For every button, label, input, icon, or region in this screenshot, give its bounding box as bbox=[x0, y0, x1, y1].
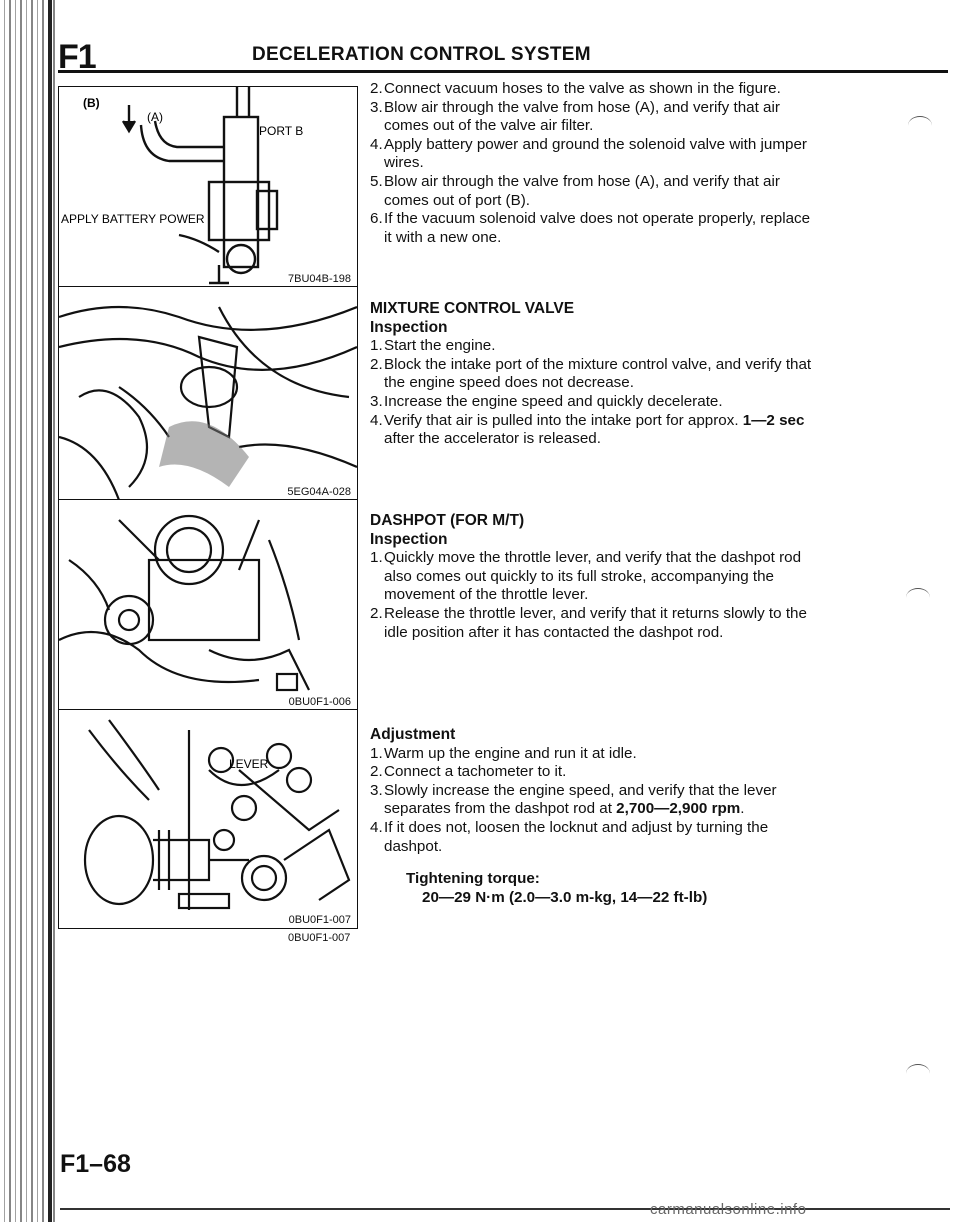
torque-label: Tightening torque: bbox=[406, 870, 540, 888]
torque-spec: Tightening torque: 20—29 N·m (2.0—3.0 m-… bbox=[370, 870, 820, 907]
carburetor-dashpot-photo-icon bbox=[59, 514, 310, 692]
watermark: carmanualsonline.info bbox=[650, 1201, 807, 1218]
section-subheading: Inspection bbox=[370, 318, 448, 336]
list-item: 4.Apply battery power and ground the sol… bbox=[370, 135, 807, 172]
list-item: 1.Warm up the engine and run it at idle. bbox=[370, 744, 637, 762]
header-rule bbox=[58, 70, 948, 73]
dashpot-steps-list: 1.Quickly move the throttle lever, and v… bbox=[370, 549, 820, 642]
mixture-control-valve-section: MIXTURE CONTROL VALVE Inspection 1.Start… bbox=[370, 300, 820, 449]
figure-label-lever: LEVER bbox=[229, 757, 269, 771]
figure-solenoid-valve: (B) (A) PORT B APPLY BATTERY POWER 7BU04… bbox=[58, 86, 358, 288]
dashpot-section: DASHPOT (FOR M/T) Inspection 1.Quickly m… bbox=[370, 512, 820, 642]
list-item: 3.Blow air through the valve from hose (… bbox=[370, 98, 780, 135]
mixture-control-valve-photo-icon bbox=[59, 305, 357, 500]
solenoid-valve-diagram-icon: (B) (A) PORT B APPLY BATTERY POWER bbox=[61, 87, 303, 285]
figure-label-b: (B) bbox=[83, 96, 100, 110]
margin-mark bbox=[906, 588, 930, 607]
section-subheading: Inspection bbox=[370, 530, 448, 548]
section-heading: MIXTURE CONTROL VALVE bbox=[370, 300, 575, 317]
figure-label-port-b: PORT B bbox=[259, 124, 303, 138]
page-number: F1–68 bbox=[60, 1150, 131, 1178]
margin-mark bbox=[908, 116, 932, 135]
list-item: 4.Verify that air is pulled into the int… bbox=[370, 411, 805, 448]
figure-code: 0BU0F1-007 bbox=[288, 914, 351, 926]
section-heading: DASHPOT (FOR M/T) bbox=[370, 512, 525, 529]
dashpot-adjustment-diagram-icon: LEVER bbox=[83, 719, 351, 910]
figure-code: 5EG04A-028 bbox=[287, 486, 351, 498]
bottom-rule bbox=[60, 1208, 950, 1210]
mixture-steps-list: 1.Start the engine. 2.Block the intake p… bbox=[370, 337, 820, 449]
list-item: 1.Start the engine. bbox=[370, 337, 496, 355]
intro-steps-block: 2.Connect vacuum hoses to the valve as s… bbox=[370, 80, 820, 247]
list-item: 5.Blow air through the valve from hose (… bbox=[370, 172, 780, 209]
list-item: 2.Block the intake port of the mixture c… bbox=[370, 355, 812, 392]
binding-edge-line bbox=[48, 0, 52, 1222]
figure-carburetor-dashpot: 0BU0F1-006 bbox=[58, 499, 358, 711]
section-heading: Adjustment bbox=[370, 726, 456, 743]
adjustment-steps-list: 1.Warm up the engine and run it at idle.… bbox=[370, 745, 820, 857]
figure-label-battery: APPLY BATTERY POWER bbox=[61, 212, 205, 226]
list-item: 2.Connect a tachometer to it. bbox=[370, 763, 567, 781]
intro-steps-list: 2.Connect vacuum hoses to the valve as s… bbox=[370, 80, 820, 247]
list-item: 3.Slowly increase the engine speed, and … bbox=[370, 781, 777, 818]
figure-label-a: (A) bbox=[147, 110, 163, 124]
section-code: F1 bbox=[58, 38, 97, 76]
list-item: 1.Quickly move the throttle lever, and v… bbox=[370, 549, 802, 604]
figure-dashpot-adjustment: LEVER 0BU0F1-007 bbox=[58, 709, 358, 929]
list-item: 2.Connect vacuum hoses to the valve as s… bbox=[370, 80, 781, 97]
torque-value: 20—29 N·m (2.0—3.0 m-kg, 14—22 ft-lb) bbox=[422, 888, 708, 906]
adjustment-section: Adjustment 1.Warm up the engine and run … bbox=[370, 726, 820, 907]
figure-mixture-control-valve: 5EG04A-028 bbox=[58, 286, 358, 501]
list-item: 3.Increase the engine speed and quickly … bbox=[370, 392, 723, 410]
figure-code: 0BU0F1-006 bbox=[288, 696, 351, 708]
list-item: 4.If it does not, loosen the locknut and… bbox=[370, 818, 769, 855]
list-item: 2.Release the throttle lever, and verify… bbox=[370, 604, 807, 641]
list-item: 6.If the vacuum solenoid valve does not … bbox=[370, 210, 811, 246]
page-title: DECELERATION CONTROL SYSTEM bbox=[252, 44, 591, 65]
margin-mark bbox=[906, 1064, 930, 1083]
figure-code: 7BU04B-198 bbox=[288, 273, 351, 285]
